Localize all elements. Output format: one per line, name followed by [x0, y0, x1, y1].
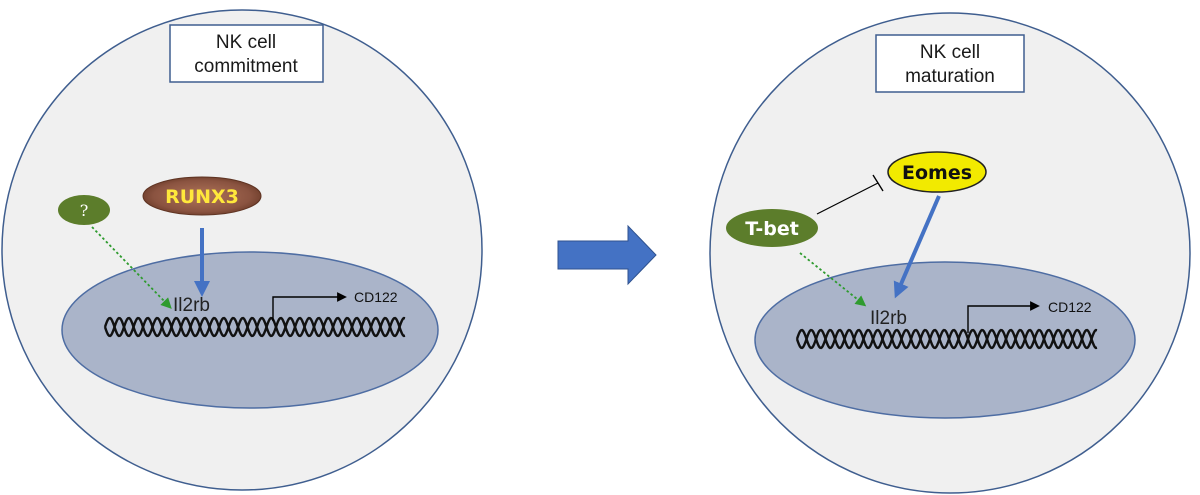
gene-label: Il2rb — [173, 295, 210, 316]
tbet-label: T-bet — [745, 218, 799, 240]
unknown-factor-label: ? — [80, 201, 89, 220]
stage-label-line1: NK cell — [216, 32, 276, 53]
stage-label-line2: maturation — [905, 66, 995, 87]
runx3-label: RUNX3 — [165, 186, 239, 208]
tbet-inhibits-eomes — [816, 182, 879, 215]
cell-maturation: NK cell maturation Il2rb CD122 Eomes T-b… — [709, 12, 1191, 494]
nucleus — [754, 261, 1136, 419]
dna-double-helix — [795, 328, 1098, 350]
tbet-factor: T-bet — [726, 209, 818, 247]
runx3-factor: RUNX3 — [142, 176, 262, 216]
transcription-start-arrow — [967, 301, 1040, 333]
stage-label-box — [169, 24, 324, 83]
product-label: CD122 — [1048, 299, 1092, 315]
stage-label-box — [875, 34, 1025, 93]
gene-label: Il2rb — [870, 308, 907, 329]
eomes-activation-arrow — [893, 195, 941, 299]
nucleus — [61, 251, 439, 409]
cell-commitment: NK cell commitment Il2rb CD122 RUNX3 ? — [1, 9, 483, 491]
transition-arrow — [557, 224, 657, 286]
eomes-label: Eomes — [902, 162, 972, 184]
dna-double-helix — [103, 316, 406, 338]
eomes-factor: Eomes — [887, 151, 987, 193]
unknown-factor: ? — [58, 195, 110, 225]
inhibition-bar — [872, 174, 884, 192]
stage-label-line2: commitment — [194, 56, 298, 77]
product-label: CD122 — [354, 289, 398, 305]
stage-label-line1: NK cell — [920, 42, 980, 63]
unknown-factor-activation-arrow — [91, 226, 172, 309]
tbet-activation-arrow — [799, 252, 867, 307]
transcription-start-arrow — [272, 292, 347, 321]
